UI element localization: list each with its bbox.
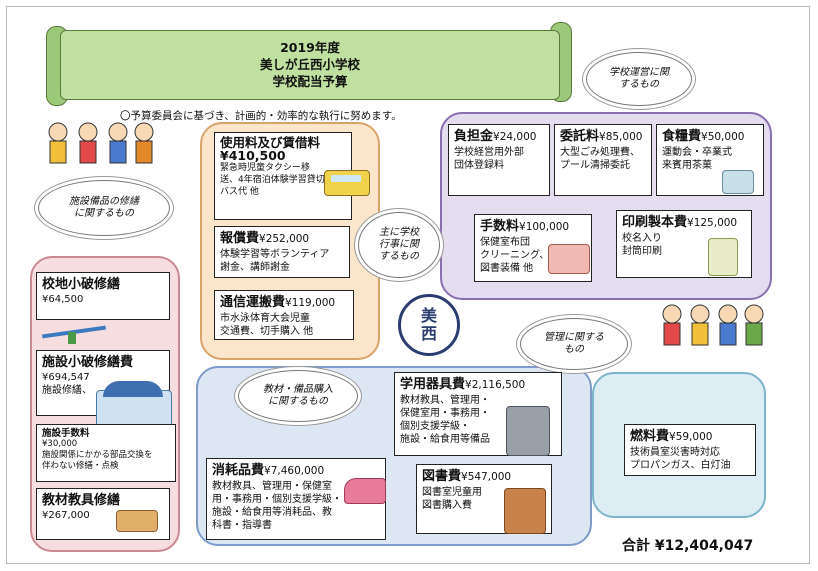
supplies-box: 学用器具費¥2,116,500 教材教具、管理用・保健室用・事務用・個別支援学級…: [394, 372, 562, 456]
consign-box: 委託料¥85,000 大型ごみ処理費、プール清掃委託: [554, 124, 652, 196]
burden-box: 負担金¥24,000 学校経営用外部団体登録料: [448, 124, 550, 196]
school-emblem: 美西: [398, 294, 460, 356]
seesaw-icon: [36, 316, 112, 344]
children-illustration-left: [40, 118, 160, 174]
bus-icon: [324, 170, 370, 196]
title-school: 美しが丘西小学校: [259, 57, 360, 72]
facility-fee-box: 施設手数料 ¥30,000 施設関係にかかる部品交換を 伴わない修繕・点検: [36, 424, 176, 482]
title-year: 2019年度: [280, 40, 340, 55]
grand-total: 合計 ¥12,404,047: [622, 538, 754, 554]
envelope-icon: [708, 238, 738, 276]
reward-amount: ¥252,000: [259, 233, 310, 245]
fee-box: 手数料¥100,000 保健室布団クリーニング、図書装備 他: [474, 214, 592, 282]
book-icon: [504, 488, 546, 534]
comm-amount: ¥119,000: [285, 297, 336, 309]
iron-icon: [344, 478, 386, 504]
emblem-text: 美西: [420, 306, 437, 343]
futon-icon: [548, 244, 590, 274]
cloud-materials: 教材・備品購入に関するもの: [238, 370, 358, 422]
food-box: 食糧費¥50,000 運動会・卒業式来賓用茶菓: [656, 124, 764, 196]
comm-box: 通信運搬費¥119,000 市水泳体育大会児童交通費、切手購入 他: [214, 290, 354, 340]
children-illustration-right: [656, 300, 770, 356]
cabinet-icon: [506, 406, 550, 456]
document-frame: [6, 6, 810, 564]
comm-title: 通信運搬費: [220, 295, 286, 310]
title-scroll: 2019年度 美しが丘西小学校 学校配当予算: [60, 30, 560, 100]
rental-title: 使用料及び賃借料: [220, 135, 321, 150]
reward-title: 報償費: [220, 231, 260, 246]
teapot-icon: [722, 170, 754, 194]
cloud-events: 主に学校行事に関するもの: [358, 212, 440, 278]
reward-box: 報償費¥252,000 体験学習等ボランティア謝金、講師謝金: [214, 226, 350, 278]
desk-icon: [116, 510, 158, 532]
rental-amount: ¥410,500: [220, 148, 286, 163]
cloud-facility-repair: 施設備品の修繕に関するもの: [38, 180, 170, 236]
fuel-box: 燃料費¥59,000 技術員室災害時対応プロパンガス、白灯油: [624, 424, 756, 476]
ground-box: 校地小破修繕 ¥64,500: [36, 272, 170, 320]
cloud-management: 管理に関するもの: [520, 318, 628, 370]
policy-note: 〇予算委員会に基づき、計画的・効率的な執行に努めます。: [120, 110, 402, 122]
title-budget: 学校配当予算: [272, 74, 348, 89]
cloud-school-operations: 学校運営に関するもの: [586, 52, 692, 106]
